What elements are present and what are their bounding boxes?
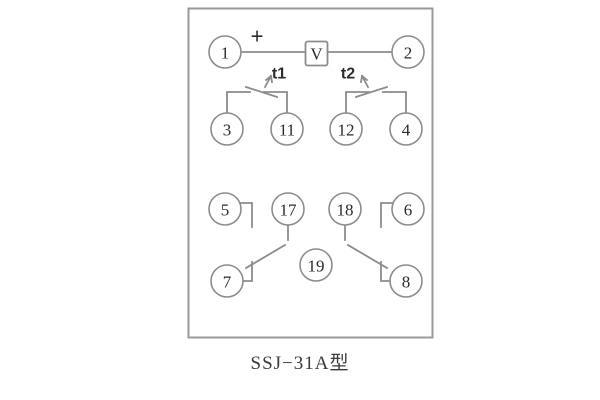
terminal-label-5: 5 [221,201,230,220]
contact-blade-t2 [354,85,389,99]
terminal-circle-12 [329,112,363,146]
terminal-circle-5 [208,192,242,226]
terminal-label-2: 2 [404,44,413,63]
lead-terminal-5 [240,202,253,228]
lead-terminal-11 [263,91,288,114]
arrow-head-t1-b [269,74,274,84]
terminal-circle-18 [328,192,362,226]
arrow-head-t2-b [359,74,364,84]
terminal-label-8: 8 [402,273,411,292]
diagram-caption: SSJ−31A型 [250,353,350,374]
terminal-circle-6 [391,192,425,226]
terminal-circle-17 [271,192,305,226]
terminal-label-12: 12 [338,121,355,140]
terminal-label-3: 3 [223,121,232,140]
terminal-circle-2 [391,35,425,69]
voltmeter-label: V [310,45,323,64]
timer-t1-label: t1 [272,66,286,83]
terminal-group: 1 2 3 11 12 4 5 17 18 6 7 19 8 [208,35,425,298]
lead-terminal-4 [382,91,407,114]
terminal-label-6: 6 [404,201,413,220]
lead-terminal-8 [380,261,391,282]
lead-terminal-12 [345,91,370,114]
lead-terminal-7 [242,261,253,282]
arrow-head-t2-a [360,74,369,82]
contact-blade-t1 [244,85,279,99]
terminal-circle-19 [299,248,333,282]
lead-terminal-3 [226,91,251,114]
terminal-label-4: 4 [402,121,411,140]
terminal-label-17: 17 [280,201,298,220]
terminal-circle-11 [270,112,304,146]
polarity-plus-label: + [251,24,264,49]
terminal-circle-4 [389,112,423,146]
terminal-label-19: 19 [308,257,325,276]
voltmeter-box [304,40,329,67]
lead-terminal-6 [380,202,393,228]
terminal-circle-1 [208,35,242,69]
arrow-head-t1-a [264,74,273,82]
timer-t2-label: t2 [341,66,355,83]
terminal-circle-3 [210,112,244,146]
terminal-label-1: 1 [221,44,230,63]
terminal-circle-8 [389,264,423,298]
terminal-label-11: 11 [279,121,295,140]
terminal-label-18: 18 [337,201,354,220]
terminal-label-7: 7 [223,273,232,292]
terminal-circle-7 [210,264,244,298]
